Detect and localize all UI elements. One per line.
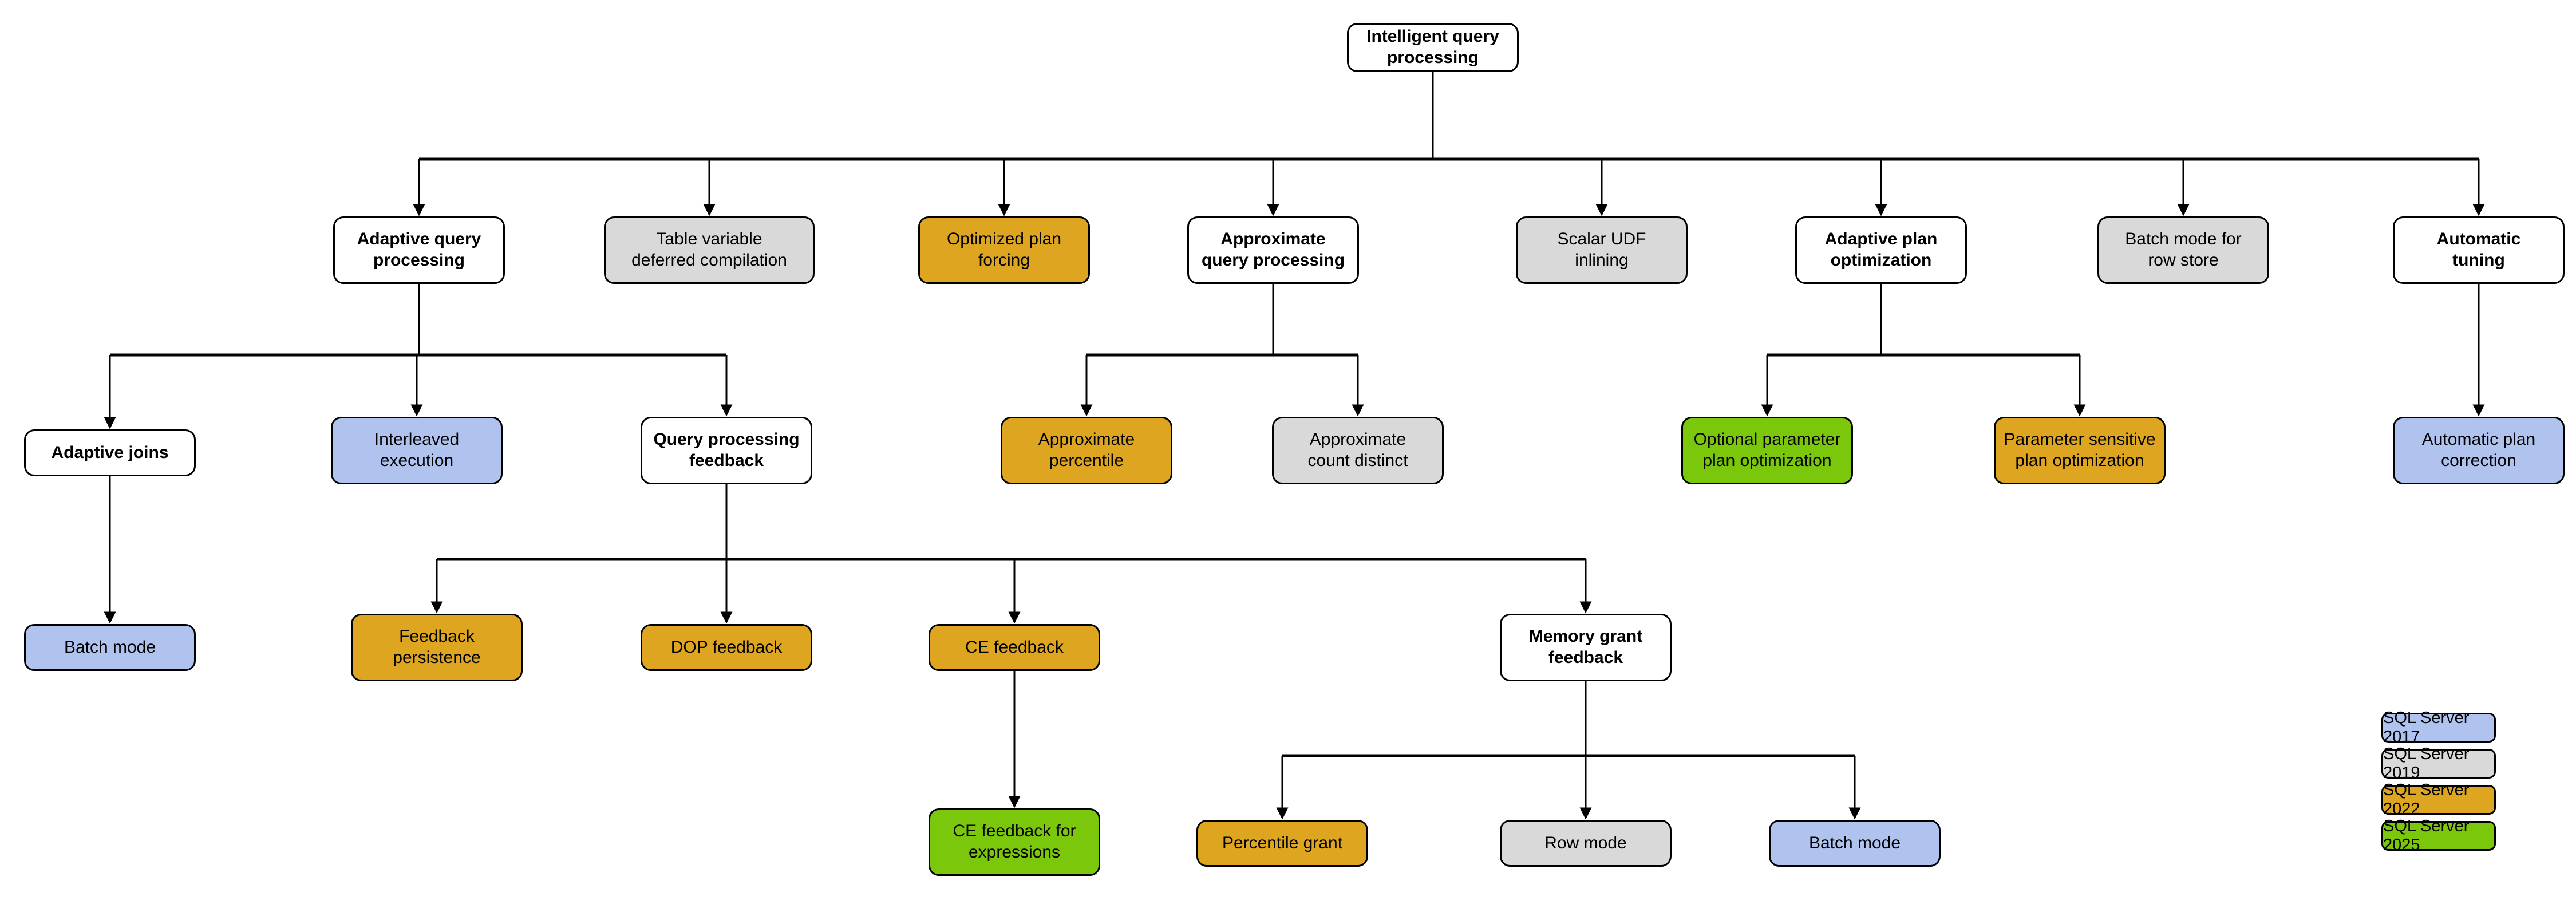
node-label-iqp: Intelligent query processing [1366, 27, 1499, 67]
node-label-pctgrant: Percentile grant [1222, 833, 1343, 852]
node-label-autotune: Automatic tuning [2436, 230, 2521, 270]
node-label-approxqp: Approximate query processing [1201, 230, 1345, 270]
node-apc[interactable]: Automatic plan correction [2393, 417, 2565, 484]
node-label-opf: Optimized plan forcing [946, 230, 1062, 270]
node-oppo[interactable]: Optional parameter plan optimization [1681, 417, 1853, 484]
legend-item-sql-server-2022: SQL Server 2022 [2381, 781, 2496, 818]
node-label-dopfb: DOP feedback [670, 637, 783, 657]
node-cefbexpr[interactable]: CE feedback for expressions [929, 808, 1100, 876]
node-feedbackpers[interactable]: Feedback persistence [351, 614, 523, 681]
node-autotune[interactable]: Automatic tuning [2393, 216, 2565, 284]
node-adaptivejoins[interactable]: Adaptive joins [24, 429, 196, 476]
node-aqp[interactable]: Adaptive query processing [333, 216, 505, 284]
node-mgf[interactable]: Memory grant feedback [1500, 614, 1672, 681]
node-rowmode[interactable]: Row mode [1500, 820, 1672, 867]
node-label-bmrs: Batch mode for row store [2125, 230, 2242, 270]
node-dopfb[interactable]: DOP feedback [641, 624, 812, 671]
node-pspo[interactable]: Parameter sensitive plan optimization [1994, 417, 2166, 484]
node-label-feedbackpers: Feedback persistence [393, 627, 481, 667]
node-approxqp[interactable]: Approximate query processing [1187, 216, 1359, 284]
legend-label: SQL Server 2025 [2383, 817, 2470, 854]
node-cefb[interactable]: CE feedback [929, 624, 1100, 671]
legend-item-sql-server-2017: SQL Server 2017 [2381, 709, 2496, 746]
node-batchmode2[interactable]: Batch mode [1769, 820, 1941, 867]
node-label-sudf: Scalar UDF inlining [1557, 230, 1646, 270]
node-label-mgf: Memory grant feedback [1528, 627, 1643, 667]
node-bmrs[interactable]: Batch mode for row store [2097, 216, 2269, 284]
legend-item-sql-server-2019: SQL Server 2019 [2381, 745, 2496, 782]
node-label-oppo: Optional parameter plan optimization [1693, 430, 1841, 470]
node-tvdc[interactable]: Table variable deferred compilation [604, 216, 815, 284]
node-approxcd[interactable]: Approximate count distinct [1272, 417, 1444, 484]
node-label-tvdc: Table variable deferred compilation [631, 230, 787, 270]
node-label-rowmode: Row mode [1544, 833, 1627, 852]
node-label-qpf: Query processing feedback [653, 430, 800, 470]
node-interleaved[interactable]: Interleaved execution [331, 417, 503, 484]
node-opf[interactable]: Optimized plan forcing [918, 216, 1090, 284]
legend-label: SQL Server 2022 [2383, 781, 2470, 818]
node-label-aqp: Adaptive query processing [357, 230, 481, 270]
node-label-pspo: Parameter sensitive plan optimization [2004, 430, 2156, 470]
node-approxpct[interactable]: Approximate percentile [1001, 417, 1172, 484]
node-qpf[interactable]: Query processing feedback [641, 417, 812, 484]
node-label-batchmode1: Batch mode [64, 637, 156, 657]
node-batchmode1[interactable]: Batch mode [24, 624, 196, 671]
node-iqp[interactable]: Intelligent query processing [1347, 23, 1519, 72]
node-label-interleaved: Interleaved execution [374, 430, 460, 470]
node-label-cefb: CE feedback [965, 637, 1064, 657]
node-label-batchmode2: Batch mode [1808, 833, 1901, 852]
node-label-apc: Automatic plan correction [2421, 430, 2536, 470]
node-sudf[interactable]: Scalar UDF inlining [1516, 216, 1688, 284]
legend-label: SQL Server 2019 [2383, 745, 2470, 782]
node-label-cefbexpr: CE feedback for expressions [953, 822, 1076, 862]
legend-item-sql-server-2025: SQL Server 2025 [2381, 817, 2496, 854]
node-pctgrant[interactable]: Percentile grant [1196, 820, 1368, 867]
node-label-apo: Adaptive plan optimization [1824, 230, 1938, 270]
node-label-adaptivejoins: Adaptive joins [51, 443, 169, 462]
node-apo[interactable]: Adaptive plan optimization [1795, 216, 1967, 284]
node-label-approxpct: Approximate percentile [1038, 430, 1135, 470]
node-label-approxcd: Approximate count distinct [1307, 430, 1408, 470]
legend-label: SQL Server 2017 [2383, 709, 2470, 746]
